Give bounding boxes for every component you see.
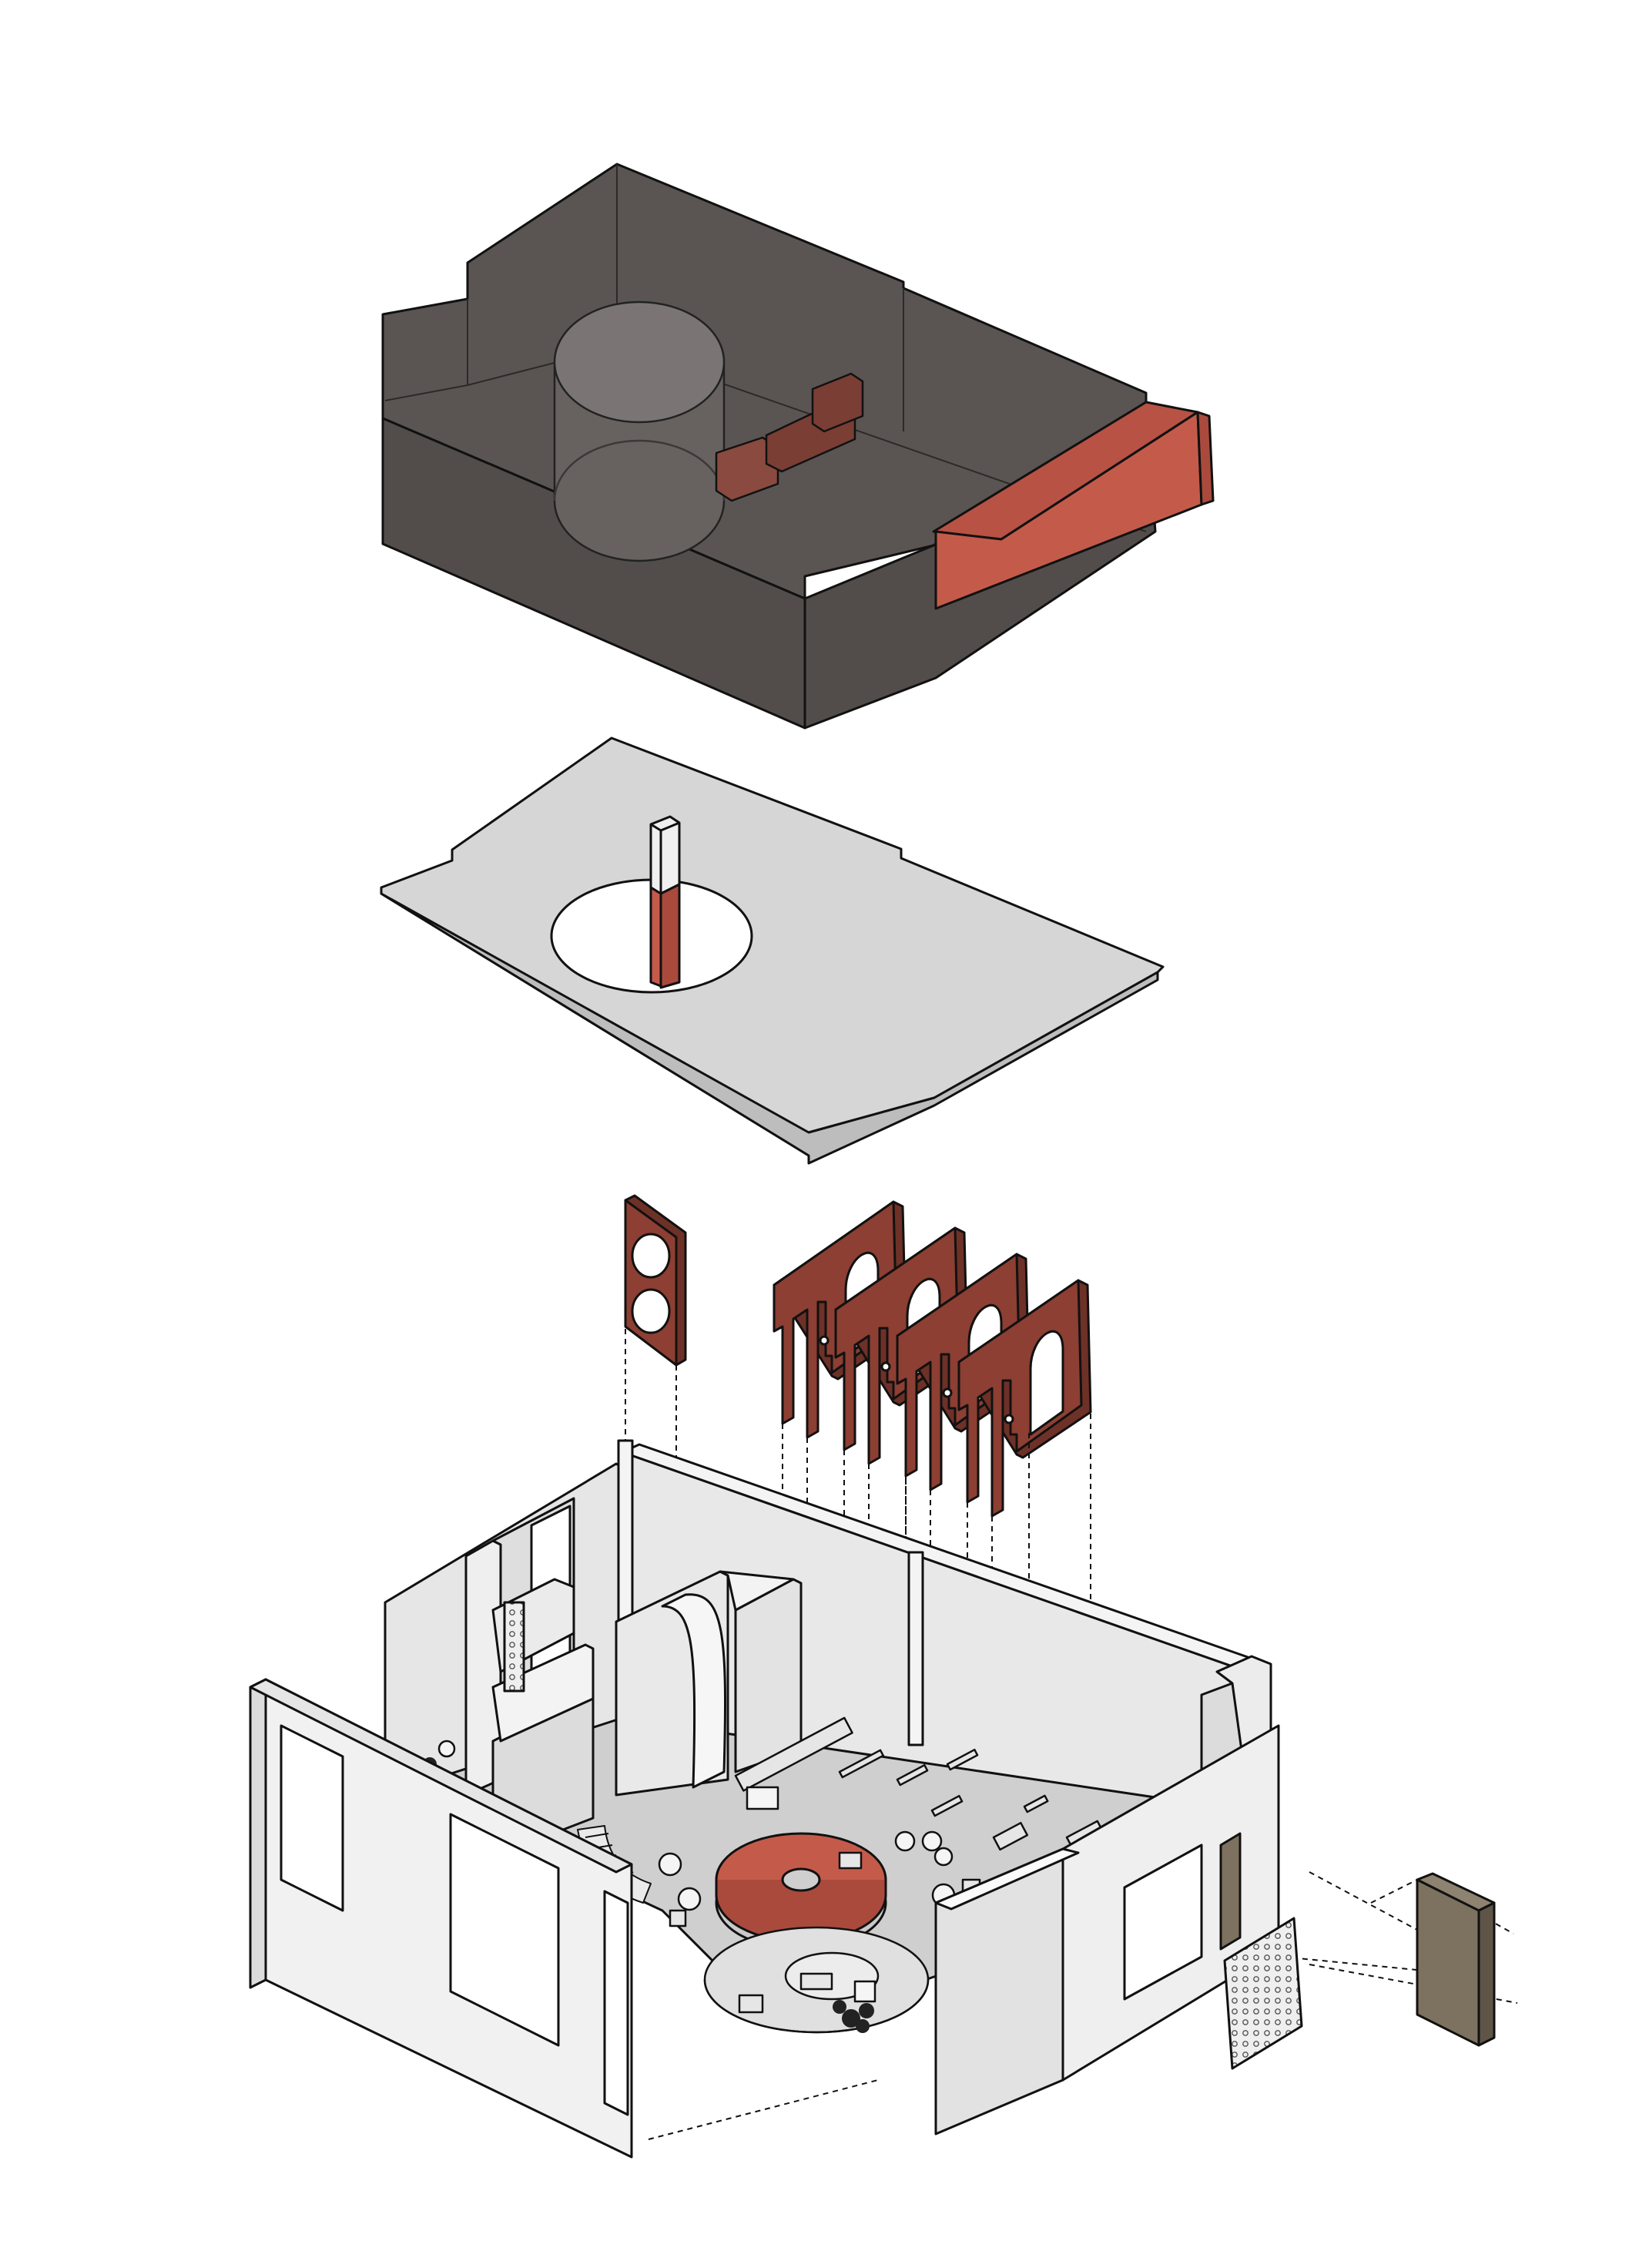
interior-partitions (464, 1497, 595, 1858)
panel-double-round (624, 1194, 687, 1367)
screen-panels (624, 1194, 1092, 1518)
front-wall-left (249, 1678, 633, 2159)
front-wall-right (934, 1724, 1303, 2135)
roof-volume (381, 163, 1215, 730)
ceiling-slab (380, 736, 1165, 1165)
curved-partition (615, 1570, 803, 1797)
cantilever-end (1196, 411, 1215, 506)
slab-edge (380, 892, 1159, 1165)
roof-cylinder (553, 300, 726, 562)
slab-column (649, 815, 681, 989)
roof-cantilever (932, 401, 1215, 610)
slab-top (380, 736, 1165, 1157)
arched-panel-4 (957, 1279, 1092, 1518)
ground-floor (249, 1439, 1496, 2159)
wall-pilaster-2 (907, 1551, 924, 1746)
roof-red-boxes (715, 372, 864, 502)
detached-door-panel (1416, 1872, 1496, 2047)
